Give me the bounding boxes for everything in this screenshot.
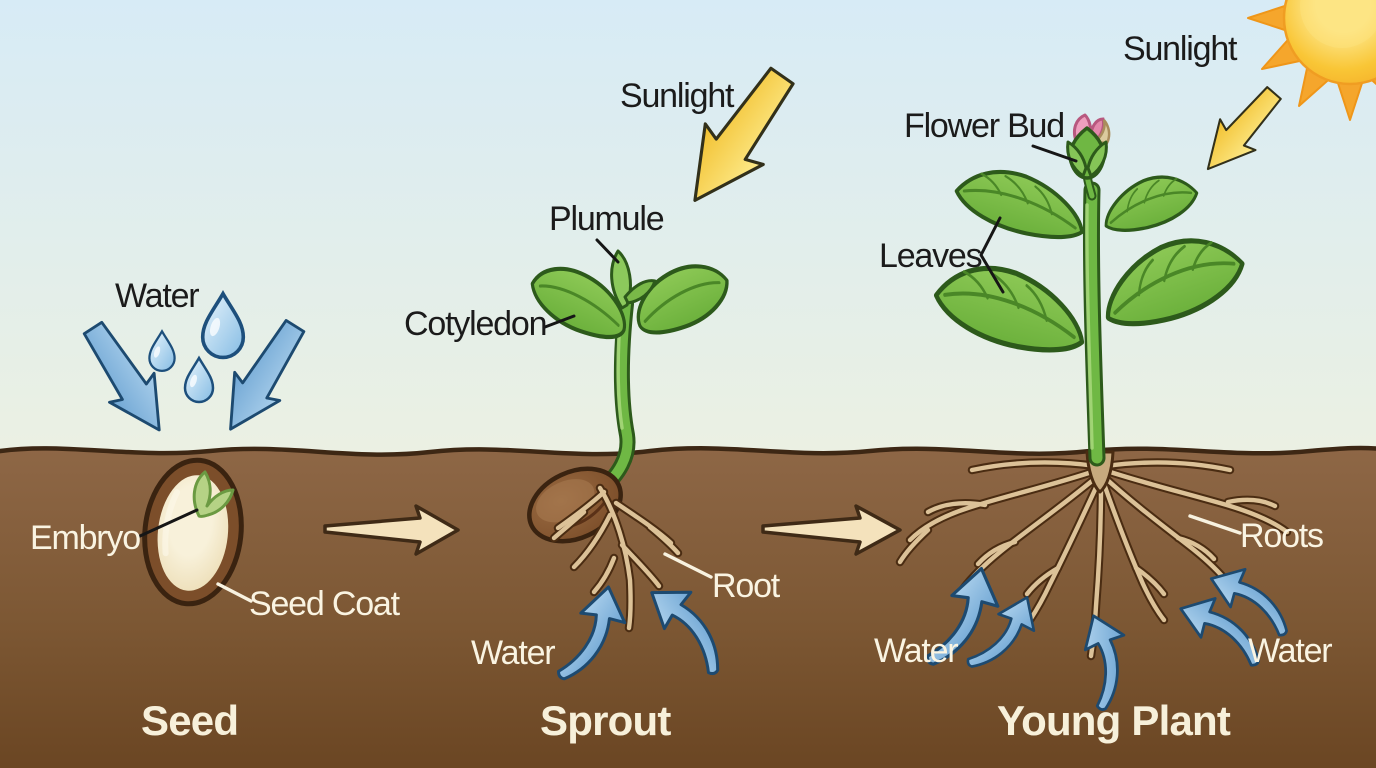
label-root: Root [712,567,780,605]
leaves-leader-line [979,216,1005,294]
label-leaves: Leaves [879,237,983,275]
sun-icon [1247,0,1376,121]
embryo-shape [192,470,235,518]
label-cotyledon: Cotyledon [404,305,548,343]
plumule-leader-line [595,238,620,264]
label-embryo: Embryo [30,519,141,557]
label-water-seed: Water [115,277,200,315]
flower-bud-leader-line [1031,144,1078,163]
embryo-leader-line [138,508,199,538]
label-sunlight-young-plant: Sunlight [1123,30,1237,68]
seed-illustration [142,457,244,607]
root-leader-line [663,552,713,579]
roots-leader-line [1188,514,1242,535]
stage-transition-arrow-icon [323,504,460,556]
stage-title-sprout: Sprout [540,697,671,744]
label-roots: Roots [1240,517,1324,555]
seed-coat-leader-line [216,582,253,603]
flower-bud [1066,113,1111,180]
stage-transition-arrow-icon [761,504,902,556]
sprout-illustration [518,249,738,628]
cotyledon-leader-line [543,314,576,329]
label-sunlight-sprout: Sunlight [620,77,734,115]
label-flower-bud: Flower Bud [904,107,1065,145]
label-water-young-plant-right: Water [1248,632,1333,670]
stage-title-seed: Seed [141,697,239,744]
label-water-sprout: Water [471,634,556,672]
stage-title-young-plant: Young Plant [997,697,1231,744]
label-water-young-plant-left: Water [874,632,959,670]
young-plant-illustration [900,113,1287,656]
label-seed-coat: Seed Coat [249,585,400,623]
label-plumule: Plumule [549,200,665,238]
